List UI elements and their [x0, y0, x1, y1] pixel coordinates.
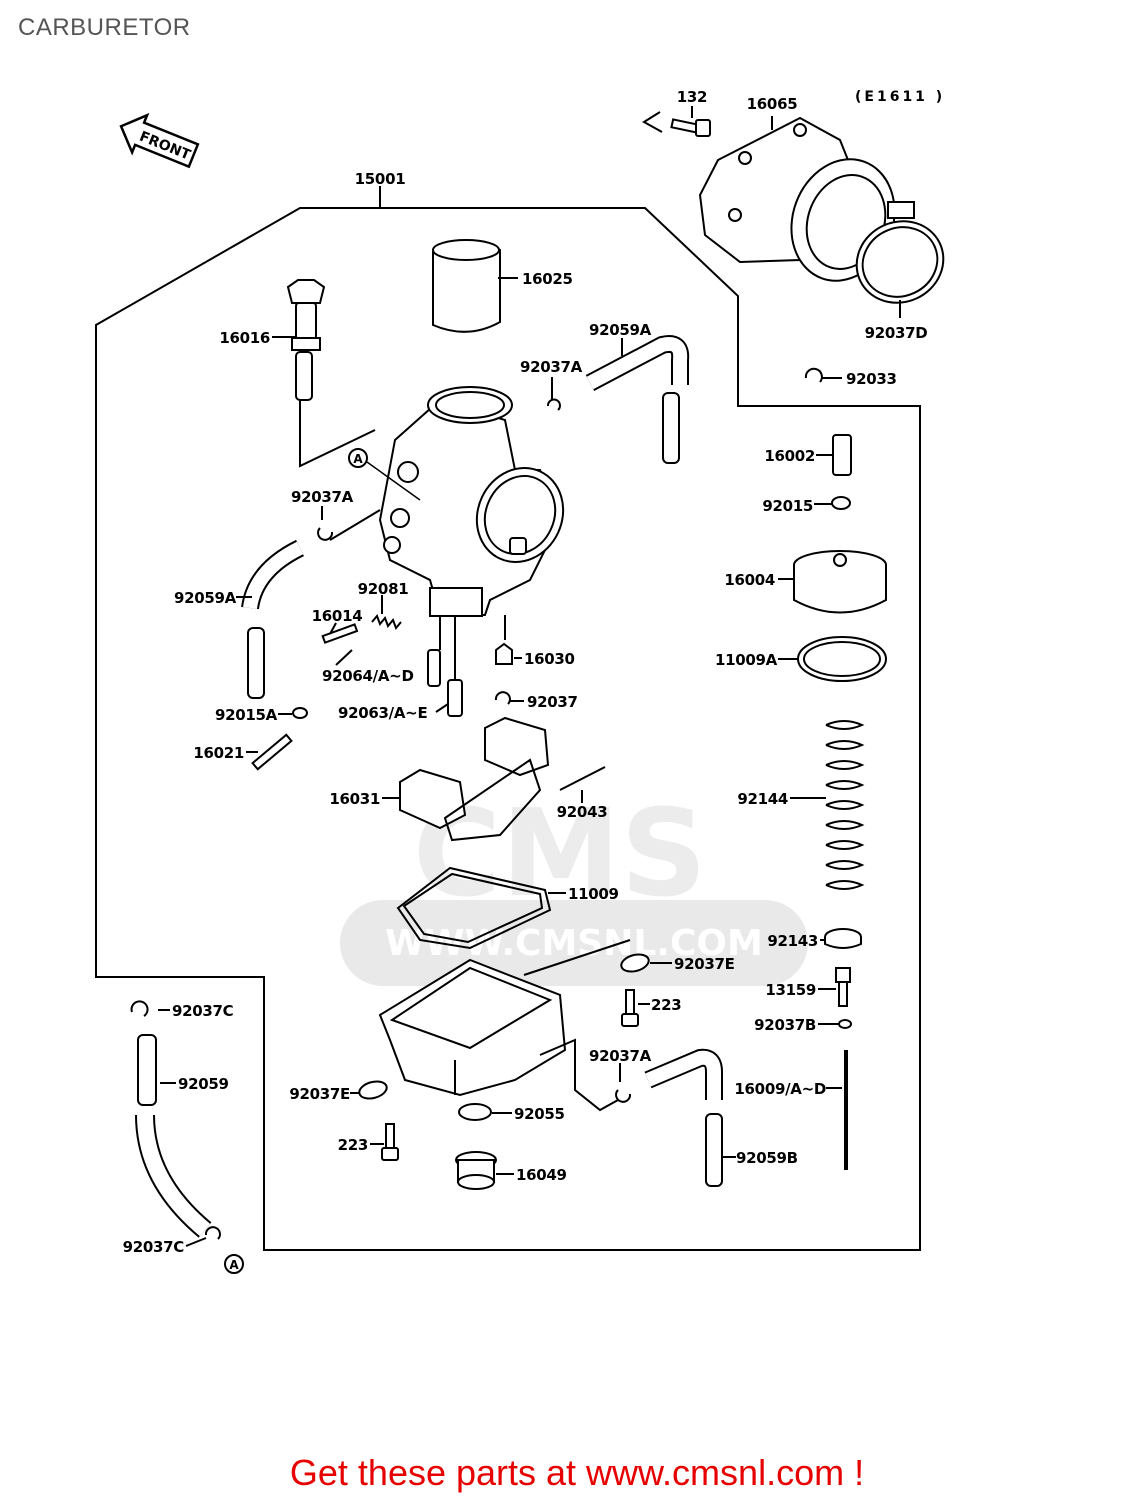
- clip-92037A-left: [317, 527, 334, 541]
- float-16031: [399, 716, 550, 842]
- leader-lines: [158, 106, 901, 1247]
- clip-92037B: [838, 1019, 852, 1029]
- callout-92015: 92015: [762, 497, 813, 515]
- callout-223-left: 223: [338, 1136, 368, 1154]
- cms-watermark: CMS WWW.CMSNL.COM: [340, 785, 808, 986]
- page-title: CARBURETOR: [18, 14, 191, 41]
- cap-16004: [793, 550, 887, 614]
- float-bowl: [378, 958, 567, 1097]
- cap-92143: [824, 928, 862, 949]
- pilot-screw-16014: [321, 623, 359, 644]
- callout-16016: 16016: [219, 329, 270, 347]
- throttle-valve-16025: [432, 239, 501, 333]
- callout-16065: 16065: [747, 95, 798, 113]
- callout-11009: 11009: [568, 885, 619, 903]
- callout-92037A-bottom: 92037A: [589, 1047, 652, 1065]
- screw-13159: [835, 967, 851, 1007]
- reference-mark-a-top: A: [348, 448, 368, 468]
- clip-92037A-bottom: [615, 1089, 632, 1103]
- callout-92043: 92043: [557, 803, 608, 821]
- callout-16002: 16002: [764, 447, 815, 465]
- clip-92037A-top: [547, 398, 561, 411]
- callout-92037E-right: 92037E: [674, 955, 735, 973]
- reference-mark-a-bottom-text: A: [229, 1258, 239, 1272]
- hose-92059A-top-lower: [662, 392, 680, 464]
- callout-92037-mid: 92037: [527, 693, 578, 711]
- callout-92037E-left: 92037E: [289, 1085, 350, 1103]
- callout-16009: 16009/A~D: [734, 1080, 826, 1098]
- oring-92055: [458, 1103, 492, 1121]
- washer-92015: [831, 496, 851, 510]
- watermark-url-pill: [340, 900, 808, 986]
- callout-92037A-top: 92037A: [520, 358, 583, 376]
- callout-92037D: 92037D: [865, 324, 928, 342]
- callout-223-right: 223: [651, 996, 681, 1014]
- callout-92144: 92144: [737, 790, 788, 808]
- clip-92037E-right: [620, 953, 650, 973]
- callout-92059A-left: 92059A: [174, 589, 237, 607]
- callout-16049: 16049: [516, 1166, 567, 1184]
- callout-92059B: 92059B: [736, 1149, 798, 1167]
- callout-132: 132: [677, 88, 707, 106]
- callout-16031: 16031: [329, 790, 380, 808]
- front-arrow: FRONT: [119, 112, 200, 169]
- callout-15001: 15001: [355, 170, 406, 188]
- callout-16025: 16025: [522, 270, 573, 288]
- parts-artwork: [130, 116, 945, 1240]
- bolt-132: [670, 118, 711, 137]
- drain-plug-16049: [455, 1151, 497, 1190]
- callout-92059: 92059: [178, 1075, 229, 1093]
- spring-92081: [371, 614, 402, 630]
- clamp-92037D: [855, 201, 945, 304]
- callout-92063: 92063/A~E: [338, 704, 427, 722]
- gasket-11009: [396, 866, 552, 950]
- callout-92015A: 92015A: [215, 706, 278, 724]
- screw-16002: [832, 434, 852, 476]
- float-pin-92043: [559, 766, 606, 791]
- callout-11009A: 11009A: [715, 651, 778, 669]
- callout-92081: 92081: [358, 580, 409, 598]
- carburetor-body-15001: [378, 386, 565, 617]
- callout-92037A-left: 92037A: [291, 488, 354, 506]
- callout-16014: 16014: [312, 607, 363, 625]
- callout-92143: 92143: [767, 932, 818, 950]
- callout-92064: 92064/A~D: [322, 667, 414, 685]
- hose-92059A-left-lower: [247, 627, 265, 699]
- jet-92063: [447, 679, 463, 717]
- clip-92037E-left: [358, 1080, 388, 1100]
- clip-92037-mid: [494, 691, 511, 705]
- callout-13159: 13159: [765, 981, 816, 999]
- clip-92037C-bottom: [204, 1226, 221, 1240]
- callout-92033: 92033: [846, 370, 897, 388]
- footer-shop-link[interactable]: Get these parts at www.cmsnl.com !: [289, 1452, 865, 1493]
- callout-16021: 16021: [193, 744, 244, 762]
- callout-92037C-top: 92037C: [172, 1002, 234, 1020]
- callout-16004: 16004: [724, 571, 775, 589]
- reference-mark-a-top-text: A: [353, 452, 363, 466]
- callout-16030: 16030: [524, 650, 575, 668]
- callout-92055: 92055: [514, 1105, 565, 1123]
- callout-92059A-top: 92059A: [589, 321, 652, 339]
- clip-92037C-top: [130, 1000, 149, 1017]
- cable-adjuster-16016: [286, 279, 326, 401]
- clip-92033: [804, 367, 823, 383]
- spring-92144: [825, 720, 865, 890]
- carburetor-exploded-diagram: CMS WWW.CMSNL.COM FRONT (E1611 ): [95, 88, 945, 1274]
- washer-92015A: [292, 707, 308, 719]
- diagram-code: (E1611 ): [855, 89, 945, 105]
- callout-92037C-bottom: 92037C: [123, 1238, 185, 1256]
- assembly-boundary: [95, 207, 921, 1251]
- reference-mark-a-bottom: A: [224, 1254, 244, 1274]
- callout-92037B: 92037B: [754, 1016, 816, 1034]
- needle-jet-16030: [495, 642, 513, 665]
- jet-92064: [427, 649, 441, 687]
- hose-92059: [137, 1034, 157, 1106]
- screw-16021: [251, 733, 293, 771]
